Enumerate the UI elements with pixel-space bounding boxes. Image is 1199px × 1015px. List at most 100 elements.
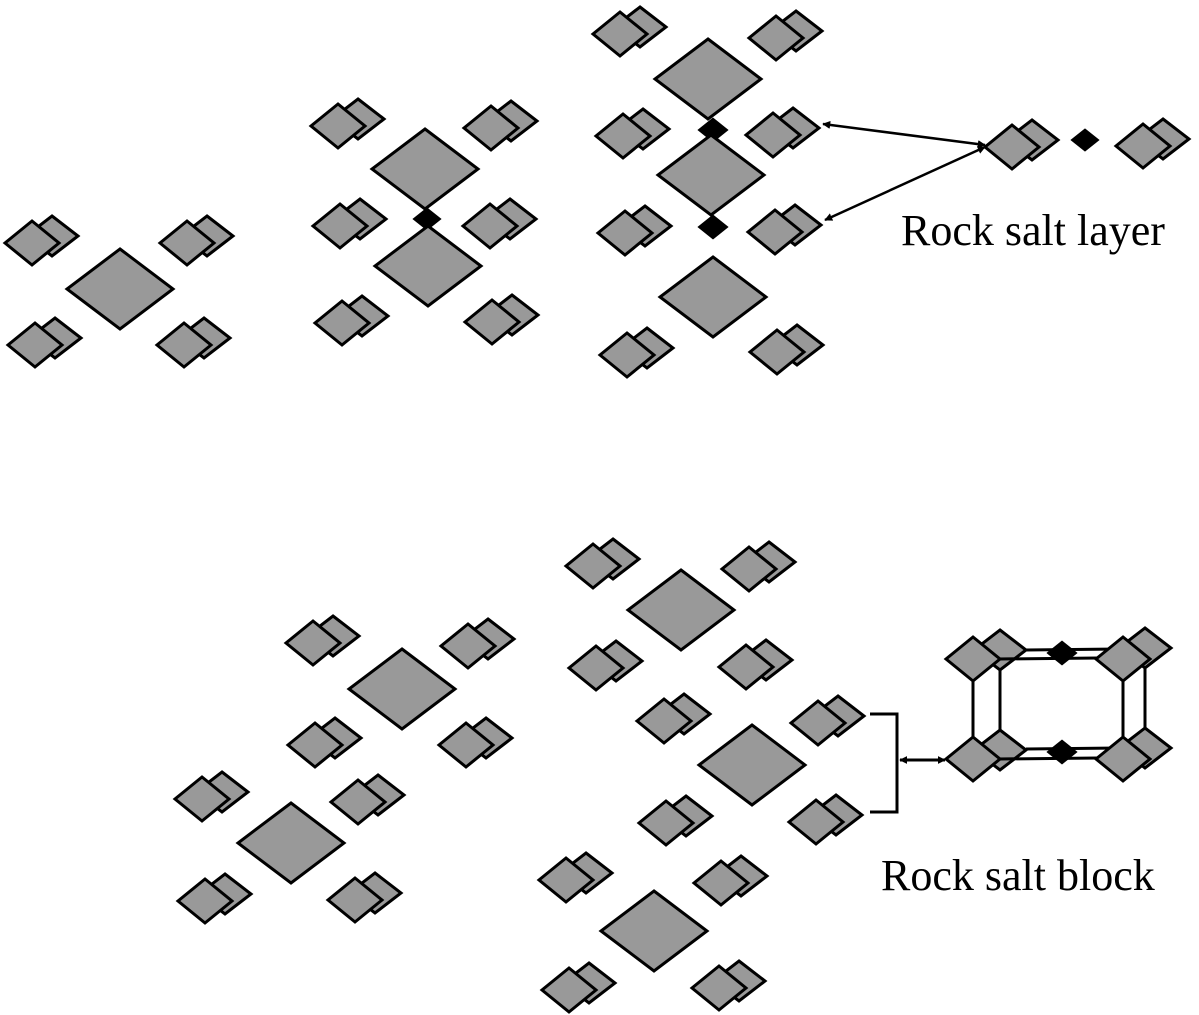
atom-front [566,644,626,692]
atom-front [746,14,806,62]
atom-pair [312,294,391,347]
atom-pair [2,214,81,267]
atom-pair [566,639,645,692]
atom-pair [634,692,713,745]
atom-pair [746,9,825,62]
atom-pair [1113,117,1192,170]
atom-front [636,799,696,847]
atom-front [462,298,522,346]
atom-pair [536,851,615,904]
atom-pair [308,97,387,150]
octahedron [598,889,710,973]
atom-pair [593,107,672,160]
edge-top-front [997,656,1099,661]
octahedron [235,801,347,885]
atom-front [716,643,776,691]
atom-front [593,112,653,160]
atom-pair [745,203,824,256]
atom-front [597,331,657,379]
atom-pair [716,638,795,691]
atom-front [325,876,385,924]
atom-pair [310,197,389,250]
atom-pair [325,871,404,924]
atom-front [328,778,388,826]
atom-pair [157,214,236,267]
atom-front [436,721,496,769]
atom-front [1093,735,1153,783]
octahedron [696,723,808,807]
octahedron [657,255,769,339]
atom-front [461,104,521,152]
octahedron [64,247,176,331]
rock-salt-block-bracket [870,712,946,814]
atom-pair [590,5,669,58]
atom-front [285,721,345,769]
atom-front [154,321,214,369]
atom-front [283,619,343,667]
atom-front [1113,122,1173,170]
atom-front [982,123,1042,171]
atom-pair [563,537,642,590]
atom-front [786,798,846,846]
rock-salt-layer [982,117,1192,171]
atom-pair [786,793,865,846]
atom-front [943,735,1003,783]
atom-front [460,202,520,250]
atom-front [691,859,751,907]
atom-front [157,219,217,267]
atom-pair [719,540,798,593]
atom-front [536,856,596,904]
octahedron [652,37,764,121]
double-arrow-lower [824,145,986,222]
atom-front [438,622,498,670]
atom-front [745,208,805,256]
atom-pair [597,326,676,379]
atom-front [310,202,370,250]
atom-pair [438,617,517,670]
rock-salt-block [943,626,1174,783]
atom-pair [5,316,84,369]
atom-pair [689,959,768,1012]
atom-pair [747,323,826,376]
edge-bottom-front [997,756,1099,761]
atom-pair [154,316,233,369]
atom-pair [172,770,251,823]
atom-front [1093,635,1153,683]
bracket [870,712,899,814]
atom-front [175,877,235,925]
atom-front [539,966,599,1014]
atom-pair [461,99,540,152]
atom-pair [285,716,364,769]
dopant-atom [1046,640,1078,666]
unit-cell-double [308,97,541,347]
atom-pair [982,118,1061,171]
atom-pair [328,773,407,826]
atom-front [312,299,372,347]
atom-front [595,209,655,257]
atom-pair [539,961,618,1014]
atom-front [743,111,803,159]
rock-salt-block-label: Rock salt block [881,851,1155,900]
octahedron [372,224,484,308]
octahedron [625,568,737,652]
atom-front [2,219,62,267]
atom-pair [436,716,515,769]
atom-front [747,328,807,376]
dopant-atom [1070,128,1100,152]
atom-pair [691,854,770,907]
atom-front [590,10,650,58]
atom-front [788,699,848,747]
octahedron [655,133,767,217]
atom-pair [283,614,362,667]
atom-pair [175,872,254,925]
atom-pair [788,694,867,747]
stacked-double [172,614,517,925]
atom-pair [636,794,715,847]
atom-front [634,697,694,745]
atom-pair [460,197,539,250]
dopant-atom [1046,739,1078,765]
atom-front [172,775,232,823]
atom-front [943,635,1003,683]
atom-front [719,545,779,593]
